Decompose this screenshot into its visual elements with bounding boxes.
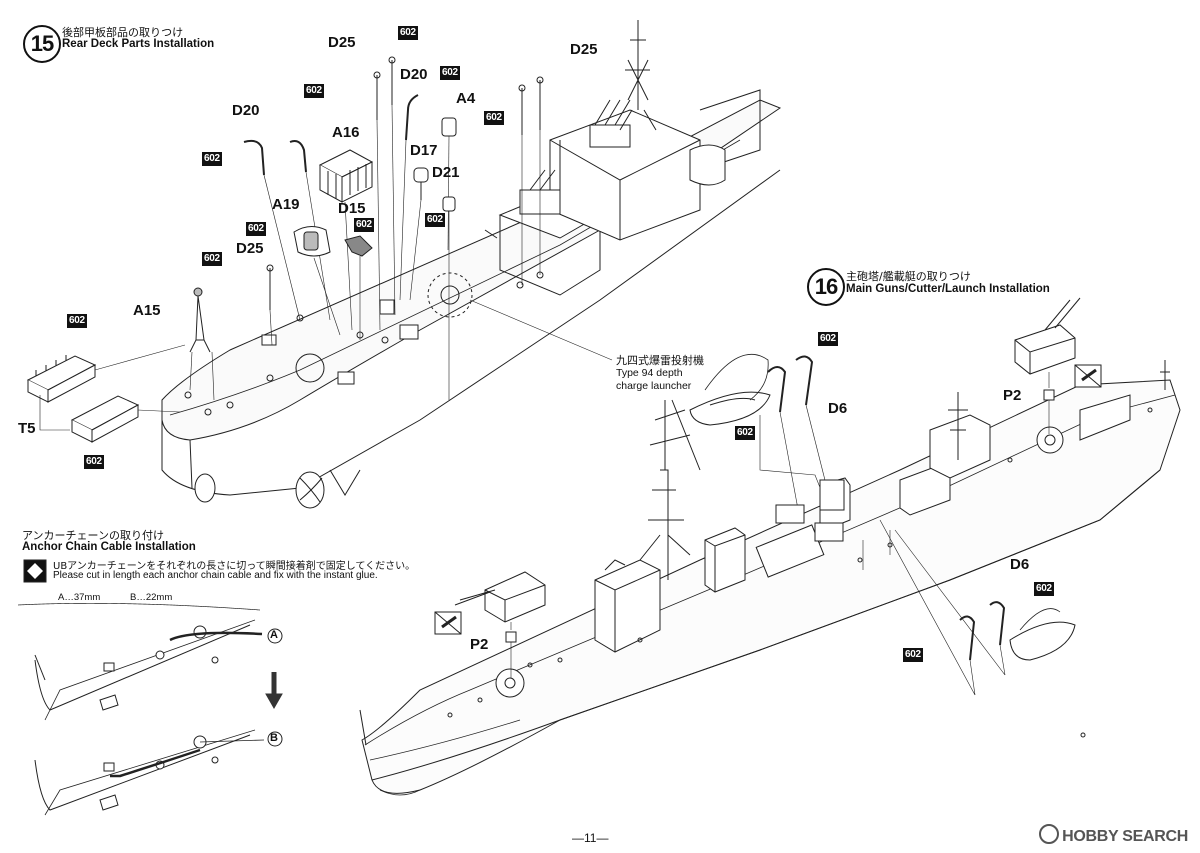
anchor-chain-inset [17, 602, 283, 816]
anchor-title-en: Anchor Chain Cable Installation [22, 541, 196, 553]
anchor-marker-a: A [270, 629, 278, 641]
anchor-note-en: Please cut in length each anchor chain c… [53, 570, 378, 581]
watermark: HOBBY SEARCH [1039, 824, 1188, 846]
glue-tag: 602 [484, 111, 504, 125]
glue-tag: 602 [354, 218, 374, 232]
main-guns-parts [434, 297, 1102, 696]
label-t5: T5 [18, 420, 36, 437]
step-15-number: 15 [23, 25, 61, 63]
anchor-note-jp: UBアンカーチェーンをそれぞれの長さに切って瞬間接着剤で固定してください。 [53, 561, 416, 572]
anchor-title-jp: アンカーチェーンの取り付け [22, 529, 165, 542]
step-16-number: 16 [807, 268, 845, 306]
glue-tag: 602 [202, 152, 222, 166]
label-d20-top: D20 [400, 66, 428, 83]
no-glue-symbol-right [1074, 364, 1102, 388]
depth-charge-callout-en-1: Type 94 depth [616, 367, 683, 379]
depth-charge-callout-en-2: charge launcher [616, 380, 692, 392]
label-d25-right: D25 [570, 41, 598, 58]
propeller [194, 471, 325, 509]
glue-tag: 602 [202, 252, 222, 266]
label-d15: D15 [338, 200, 366, 217]
rear-deck-hull [161, 20, 782, 509]
label-a19: A19 [272, 196, 300, 213]
glue-tag: 602 [67, 314, 87, 328]
label-a4: A4 [456, 90, 476, 107]
t5-rack-lower [70, 395, 140, 443]
glue-tag: 602 [440, 66, 460, 80]
watermark-text: HOBBY SEARCH [1062, 828, 1188, 845]
label-a15: A15 [133, 302, 161, 319]
label-d6-bottom: D6 [1010, 556, 1030, 573]
glue-tag: 602 [818, 332, 838, 346]
label-p2-left: P2 [470, 636, 489, 653]
label-a16: A16 [332, 124, 360, 141]
label-d17: D17 [410, 142, 438, 159]
page-number: —11— [572, 831, 609, 845]
glue-tag: 602 [246, 222, 266, 236]
glue-tag: 602 [735, 426, 755, 440]
step-15-title-jp: 後部甲板部品の取りつけ [62, 26, 184, 39]
glue-tag: 602 [398, 26, 418, 40]
label-d25-mid: D25 [236, 240, 264, 257]
label-p2-right: P2 [1003, 387, 1022, 404]
label-d21: D21 [432, 164, 460, 181]
step-16-title-en: Main Guns/Cutter/Launch Installation [846, 283, 1050, 295]
anchor-length-a: A…37mm [58, 592, 101, 603]
hobby-search-logo-icon [1039, 824, 1060, 844]
rear-deck-parts [26, 56, 613, 443]
depth-charge-callout-jp: 九四式爆雷投射機 [616, 354, 704, 367]
step-15-title-en: Rear Deck Parts Installation [62, 38, 215, 50]
glue-tag: 602 [903, 648, 923, 662]
label-d6-top: D6 [828, 400, 848, 417]
label-d20-left: D20 [232, 102, 260, 119]
anchor-marker-b: B [270, 732, 278, 744]
warning-diamond-icon [23, 559, 47, 583]
glue-tag: 602 [304, 84, 324, 98]
glue-tag: 602 [84, 455, 104, 469]
destroyer-hull [359, 360, 1181, 796]
no-glue-symbol-left [434, 611, 462, 635]
label-d25-top: D25 [328, 34, 356, 51]
glue-tag: 602 [425, 213, 445, 227]
anchor-length-b: B…22mm [130, 592, 173, 603]
t5-rack-upper [26, 355, 97, 403]
step-16-title-jp: 主砲塔/艦載艇の取りつけ [846, 270, 971, 283]
glue-tag: 602 [1034, 582, 1054, 596]
